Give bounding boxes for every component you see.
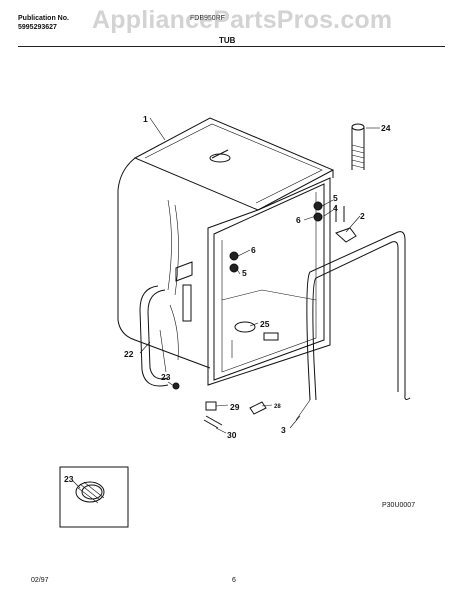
- tub-part: [117, 117, 345, 386]
- watermark: AppliancePartsPros.com: [92, 6, 393, 34]
- footer-date: 02/97: [31, 577, 49, 584]
- part-28: [249, 401, 267, 415]
- callout-1: 1: [143, 114, 148, 124]
- clamp-inset-frame: [59, 466, 129, 528]
- diagram-code: P30U0007: [382, 502, 416, 509]
- hose-clamp-part: [75, 481, 105, 504]
- callout-22: 22: [124, 349, 134, 359]
- callout-4: 4: [333, 203, 338, 213]
- leader-lines: [71, 117, 380, 489]
- callout-30: 30: [227, 430, 237, 440]
- callout-28: 28: [274, 404, 281, 410]
- callout-6-lower: 6: [251, 245, 256, 255]
- callout-6-upper: 6: [296, 215, 301, 225]
- door-seal-part: [306, 231, 411, 401]
- bracket-part: [335, 227, 357, 243]
- publication-number: 5995293627: [18, 24, 57, 31]
- fill-tube-part: [351, 123, 365, 170]
- callout-5-upper: 5: [333, 193, 338, 203]
- callout-3: 3: [281, 425, 286, 435]
- part-30: [203, 415, 223, 429]
- section-title: TUB: [219, 36, 236, 45]
- publication-label: Publication No.: [18, 15, 69, 22]
- callout-25: 25: [260, 319, 270, 329]
- callout-2: 2: [360, 211, 365, 221]
- drain-hose-part: [139, 285, 169, 387]
- callout-29: 29: [230, 402, 240, 412]
- header-rule: [18, 46, 445, 47]
- part-29: [205, 401, 217, 411]
- callout-23-inset: 23: [64, 474, 74, 484]
- callout-23: 23: [161, 372, 171, 382]
- callout-24: 24: [381, 123, 391, 133]
- callout-5-lower: 5: [242, 268, 247, 278]
- model-number: FDB950RF: [190, 15, 226, 22]
- page-number: 6: [232, 577, 236, 584]
